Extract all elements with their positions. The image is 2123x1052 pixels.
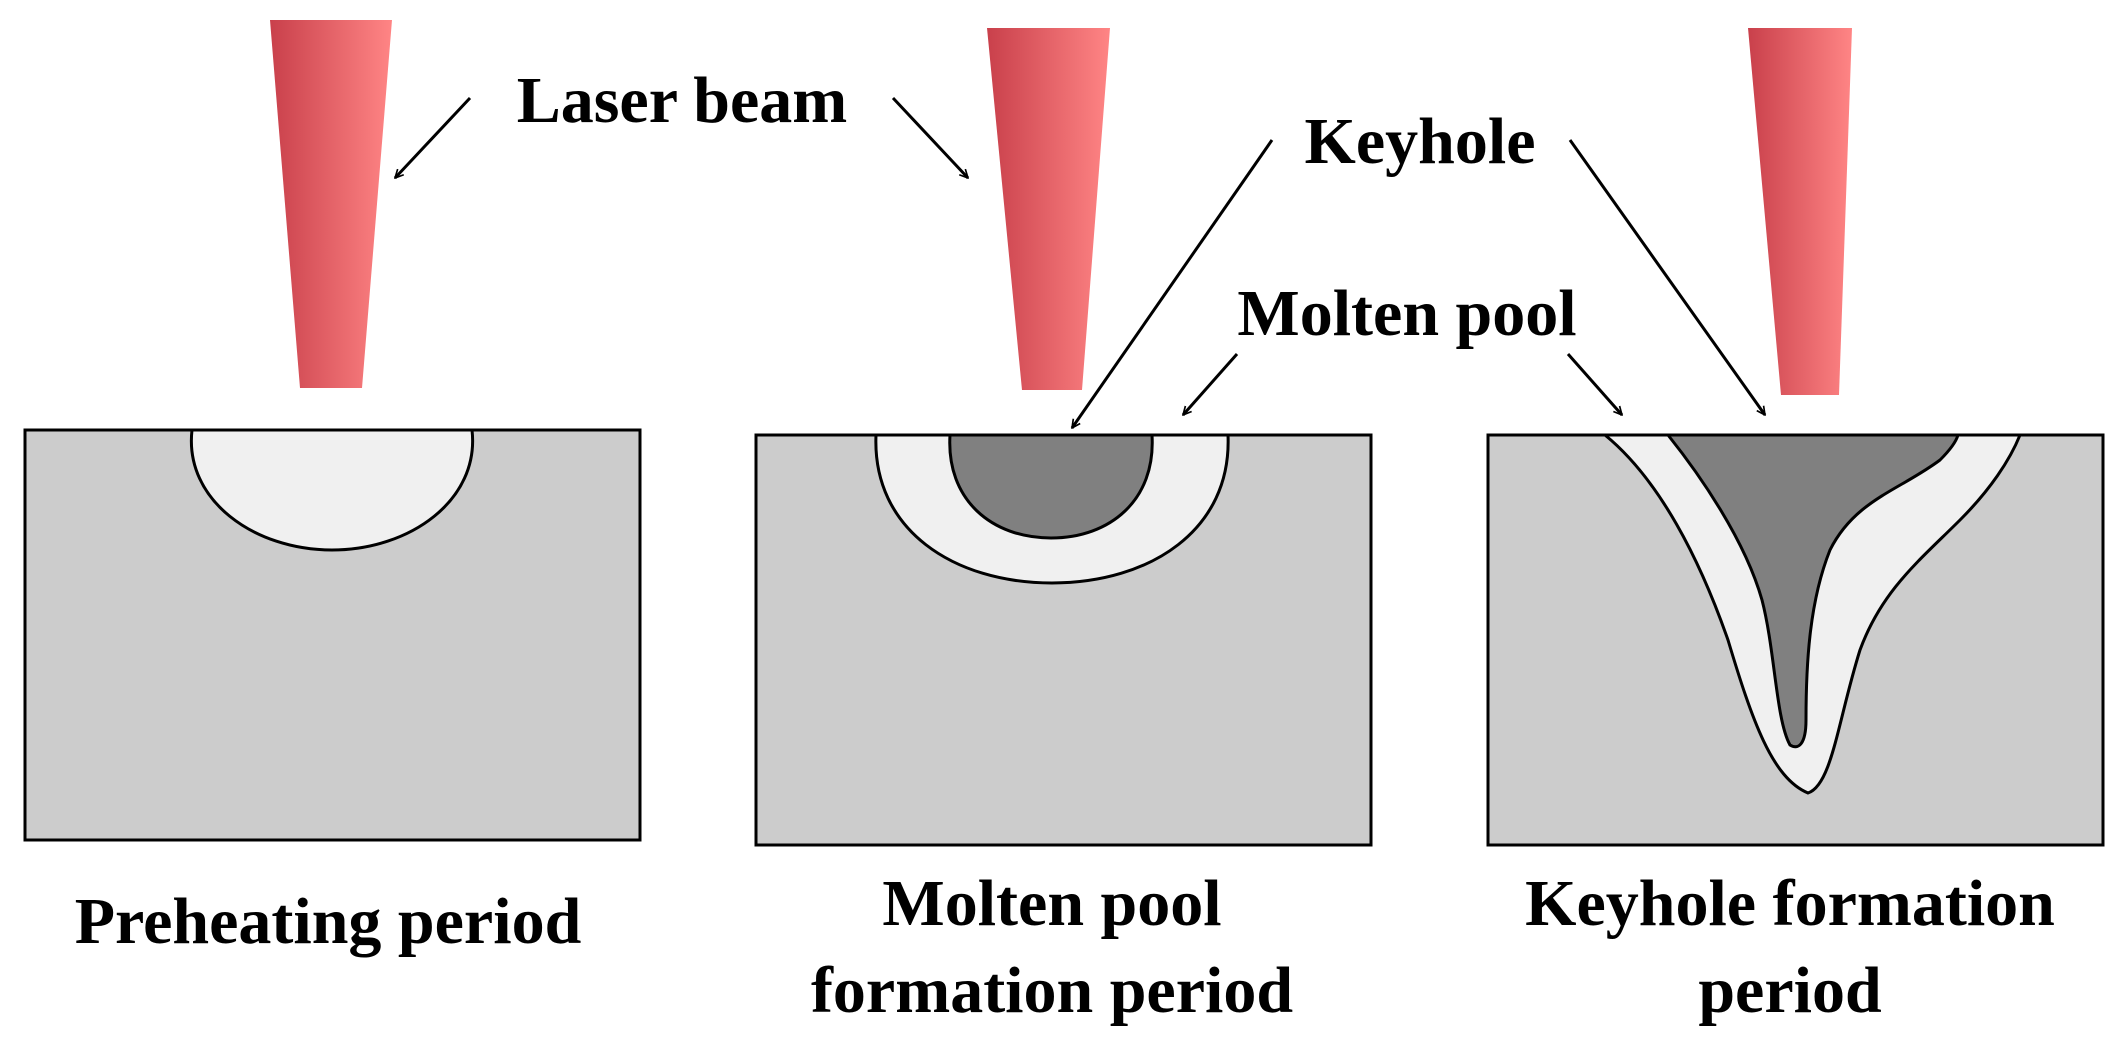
panel-keyhole-formation [1486,28,2105,847]
keyhole-region [1664,433,1960,749]
keyhole-region [948,433,1154,540]
arrow-laser-beam-left [395,96,472,178]
arrow-molten-pool-right [1566,353,1622,415]
molten-pool-region [189,428,475,552]
laser-beam [987,28,1110,390]
caption-keyhole-line1: Keyhole formation [1525,867,2055,940]
laser-beam-label: Laser beam [517,64,848,137]
caption-preheating: Preheating period [75,885,582,958]
panel-molten-pool-formation [754,28,1373,847]
caption-molten-pool-line1: Molten pool [882,867,1221,940]
callout-arrows [395,96,1767,428]
molten-pool-label: Molten pool [1237,277,1576,350]
panel-preheating [23,20,642,842]
arrow-keyhole-right [1568,139,1767,415]
keyhole-label: Keyhole [1305,105,1536,178]
laser-beam [1748,28,1852,395]
laser-beam [270,20,392,388]
caption-keyhole-line2: period [1698,954,1881,1027]
arrow-laser-beam-right [891,96,968,178]
caption-molten-pool-line2: formation period [811,954,1293,1027]
arrow-molten-pool-left [1183,353,1239,415]
arrow-keyhole-left [1070,139,1274,428]
